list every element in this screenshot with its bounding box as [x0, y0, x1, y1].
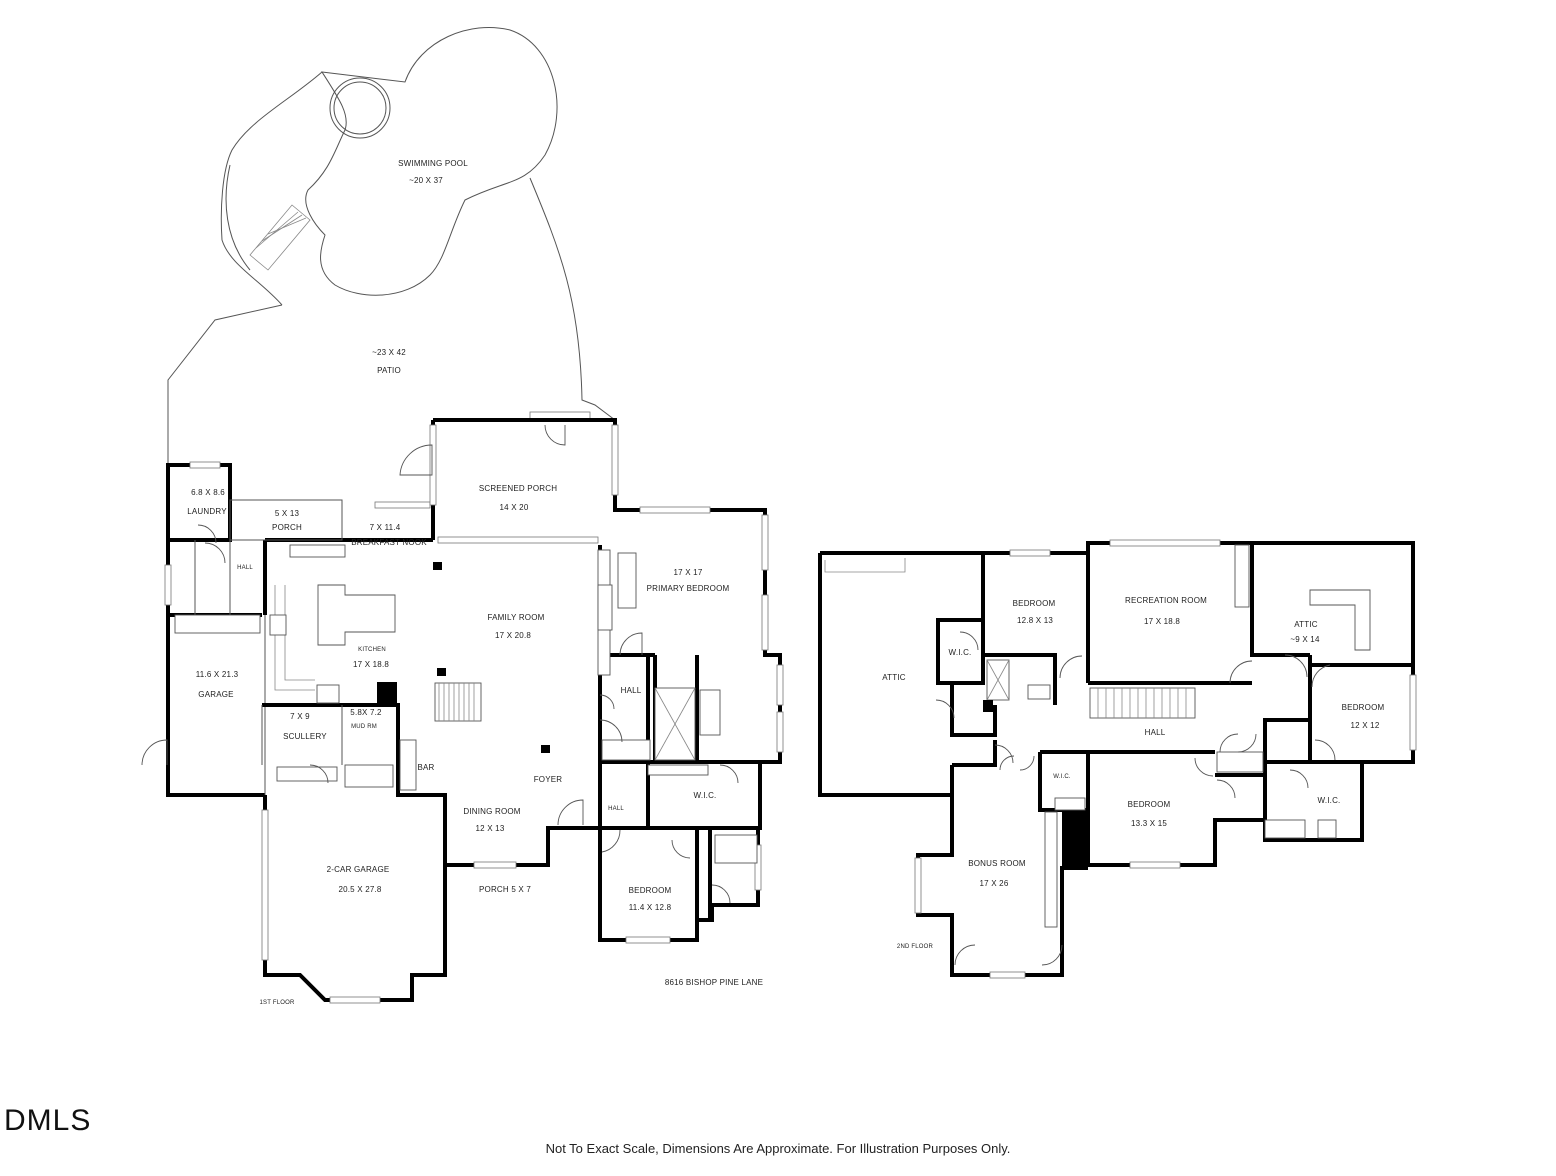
pool-outline — [220, 26, 558, 306]
label-nook-name: BREAKFAST NOOK — [351, 538, 427, 547]
label-wic-a: W.I.C. — [948, 648, 972, 657]
label-primary-size: 17 X 17 — [673, 568, 703, 577]
label-wic-first: W.I.C. — [693, 791, 717, 800]
address-label: 8616 BISHOP PINE LANE — [664, 978, 764, 987]
label-attic-right-name: ATTIC — [1294, 620, 1318, 629]
label-bedroom-first-size: 11.4 X 12.8 — [628, 903, 672, 912]
label-attic-left: ATTIC — [882, 673, 906, 682]
label-hall-lower: HALL — [608, 806, 624, 812]
label-two-car-size: 20.5 X 27.8 — [338, 885, 382, 894]
first-floor-details — [141, 424, 784, 1004]
label-mudrm-name: MUD RM — [351, 724, 377, 730]
label-bedroom-3-name: BEDROOM — [1127, 800, 1171, 809]
label-porch-back-size: 5 X 13 — [274, 509, 300, 518]
label-primary-name: PRIMARY BEDROOM — [646, 584, 730, 593]
label-screened-porch-size: 14 X 20 — [499, 503, 529, 512]
label-kitchen-name: KITCHEN — [358, 647, 386, 653]
label-bonus-size: 17 X 26 — [979, 879, 1009, 888]
label-hall-small: HALL — [237, 565, 253, 571]
label-bar: BAR — [417, 763, 435, 772]
label-wic-c: W.I.C. — [1317, 796, 1341, 805]
label-patio-name: PATIO — [377, 366, 401, 375]
label-two-car-name: 2-CAR GARAGE — [326, 865, 390, 874]
label-kitchen-size: 17 X 18.8 — [352, 660, 390, 669]
label-bedroom-1-size: 12.8 X 13 — [1016, 616, 1054, 625]
patio-outline — [167, 177, 616, 465]
label-bedroom-1-name: BEDROOM — [1012, 599, 1056, 608]
label-porch-back-name: PORCH — [272, 523, 302, 532]
label-attic-right-size: ~9 X 14 — [1290, 635, 1320, 644]
label-hall-second: HALL — [1144, 728, 1166, 737]
label-bonus-name: BONUS ROOM — [968, 859, 1026, 868]
label-family-size: 17 X 20.8 — [494, 631, 532, 640]
label-bedroom-2-name: BEDROOM — [1341, 703, 1385, 712]
label-wic-b: W.I.C. — [1053, 774, 1071, 780]
label-scullery-size: 7 X 9 — [290, 712, 310, 721]
label-dining-name: DINING ROOM — [463, 807, 521, 816]
label-nook-size: 7 X 11.4 — [369, 523, 401, 532]
label-rec-size: 17 X 18.8 — [1143, 617, 1181, 626]
label-bedroom-2-size: 12 X 12 — [1350, 721, 1380, 730]
label-pool-name: SWIMMING POOL — [398, 159, 468, 168]
label-family-name: FAMILY ROOM — [487, 613, 545, 622]
label-porch-front: PORCH 5 X 7 — [479, 885, 531, 894]
label-hall-primary: HALL — [620, 686, 642, 695]
label-mudrm-size: 5.8X 7.2 — [350, 708, 382, 717]
dmls-logo: DMLS — [4, 1104, 92, 1137]
label-laundry-size: 6.8 X 8.6 — [191, 488, 225, 497]
label-scullery-name: SCULLERY — [283, 732, 327, 741]
first-floor-stairs — [434, 682, 482, 722]
label-garage-size: 11.6 X 21.3 — [195, 670, 239, 679]
second-floor-details — [824, 539, 1417, 979]
label-rec-name: RECREATION ROOM — [1125, 596, 1207, 605]
pool-steps — [249, 204, 311, 271]
label-first-floor: 1ST FLOOR — [259, 1000, 295, 1006]
label-bedroom-first-name: BEDROOM — [628, 886, 672, 895]
label-dining-size: 12 X 13 — [475, 824, 505, 833]
second-floor-stairs — [1089, 687, 1196, 719]
first-floor-walls — [166, 418, 782, 1002]
label-foyer: FOYER — [533, 775, 563, 784]
label-laundry-name: LAUNDRY — [187, 507, 227, 516]
disclaimer-text: Not To Exact Scale, Dimensions Are Appro… — [545, 1141, 1011, 1156]
label-bedroom-3-size: 13.3 X 15 — [1130, 819, 1168, 828]
label-pool-size: ~20 X 37 — [409, 176, 443, 185]
label-patio-size: ~23 X 42 — [372, 348, 406, 357]
second-floor-walls — [818, 541, 1415, 977]
label-second-floor: 2ND FLOOR — [896, 944, 934, 950]
label-screened-porch-name: SCREENED PORCH — [478, 484, 558, 493]
label-garage-name: GARAGE — [198, 690, 234, 699]
